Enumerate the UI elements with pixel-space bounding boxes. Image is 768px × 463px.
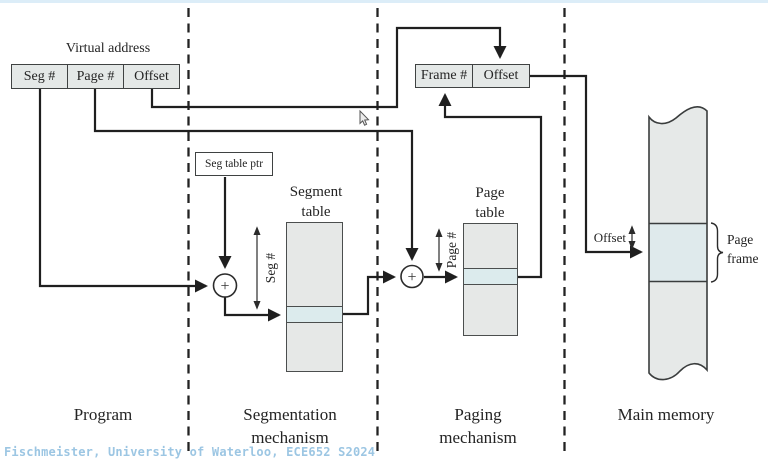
page-adder-circle: [400, 264, 424, 289]
physical-address-box: Frame # Offset: [415, 64, 530, 88]
page-frame-label-line1: Page: [727, 232, 754, 247]
page-frame-brace: [710, 222, 724, 283]
segment-table-title-line1: Segment: [289, 184, 343, 200]
page-index-label: Page #: [444, 231, 459, 269]
section-label-main-memory: Main memory: [617, 405, 715, 424]
memory-offset-label: Offset: [593, 230, 626, 245]
segment-table-title: Segment table: [278, 182, 354, 222]
physical-address-offset-cell: Offset: [472, 65, 529, 87]
virtual-address-seg-cell: Seg #: [23, 68, 56, 84]
adder1-to-segment-table-line: [223, 297, 281, 322]
virtual-address-box: Seg # Page # Offset: [11, 64, 180, 89]
segment-adder-circle: [212, 273, 238, 298]
seg-number-line: [38, 89, 208, 293]
physical-address-frame-cell: Frame #: [420, 68, 468, 83]
section-label-paging-line2: mechanism: [439, 428, 517, 447]
section-label-paging: Paging mechanism: [408, 403, 548, 449]
mouse-cursor-icon: [359, 109, 370, 126]
segment-entry-to-adder2-line: [343, 270, 396, 316]
section-label-segmentation-line2: mechanism: [251, 428, 329, 447]
seg-index-label: Seg #: [263, 252, 278, 284]
page-frame-borders: [649, 222, 707, 283]
page-table-title-line2: table: [475, 205, 505, 221]
segment-table: [286, 222, 343, 372]
page-adder-plus: +: [407, 269, 416, 286]
section-label-segmentation-line1: Segmentation: [243, 405, 337, 424]
page-table-selected-entry: [464, 268, 517, 285]
section-label-paging-line1: Paging: [454, 405, 502, 424]
virtual-address-title: Virtual address: [65, 41, 151, 56]
slide-top-edge: [0, 0, 768, 3]
offset-to-memory-line: [529, 74, 643, 259]
section-label-program: Program: [73, 405, 133, 424]
page-frame-region: [650, 223, 706, 282]
page-entry-to-frame-line: [438, 93, 543, 279]
page-table-title: Page table: [452, 183, 528, 223]
page-frame-label: Page frame: [727, 230, 768, 268]
segment-adder-plus: +: [220, 278, 229, 295]
offset-line: [150, 26, 507, 109]
page-table-title-line1: Page: [475, 185, 505, 201]
section-label-segmentation: Segmentation mechanism: [220, 403, 360, 449]
segment-table-title-line2: table: [301, 204, 331, 220]
page-frame-label-line2: frame: [727, 251, 759, 266]
virtual-address-offset-cell: Offset: [123, 65, 179, 88]
footer-watermark: Fischmeister, University of Waterloo, EC…: [4, 445, 376, 459]
page-table: [463, 223, 518, 336]
segment-table-selected-entry: [287, 306, 342, 323]
seg-table-ptr-box: Seg table ptr: [195, 152, 273, 176]
page-number-line: [93, 89, 419, 261]
virtual-address-page-cell: Page #: [67, 65, 123, 88]
